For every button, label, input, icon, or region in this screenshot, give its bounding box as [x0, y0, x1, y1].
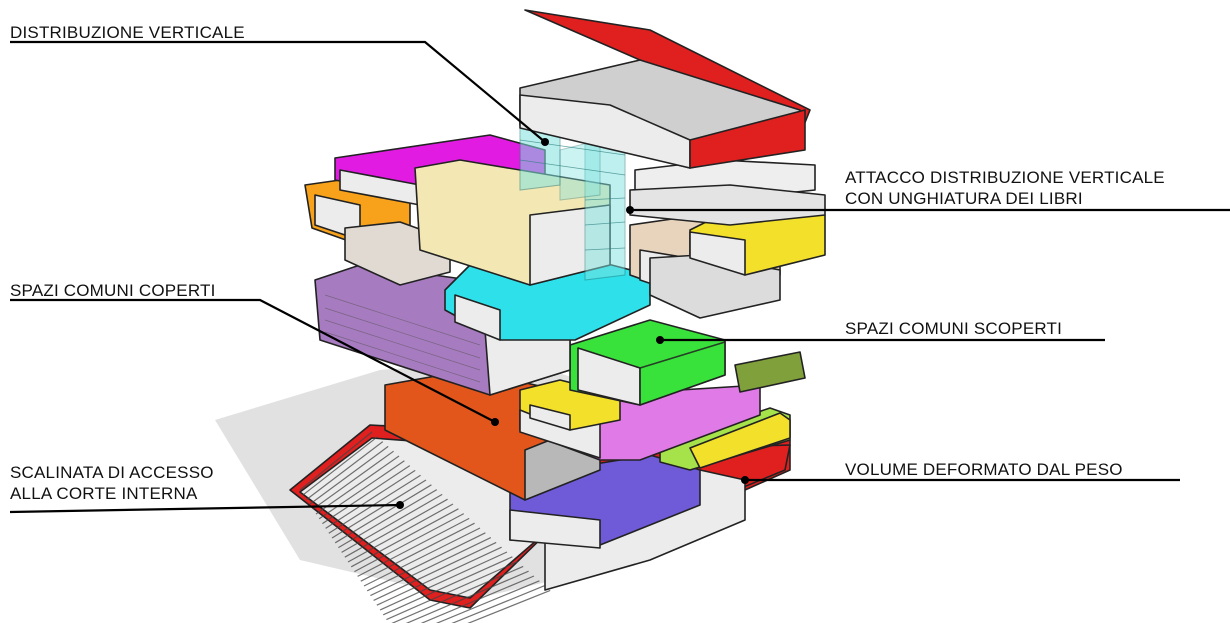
green-book	[569, 319, 726, 406]
yellow-lower-book	[689, 412, 791, 469]
olive-book	[734, 351, 806, 393]
staircase-hatch	[299, 431, 551, 623]
label-distribuzione-text: DISTRIBUZIONE VERTICALE	[10, 23, 245, 42]
red-top-book	[519, 9, 811, 169]
label-attacco-distribuzione: ATTACCO DISTRIBUZIONE VERTICALE CON UNGH…	[845, 167, 1165, 209]
label-spazi-comuni-scoperti: SPAZI COMUNI SCOPERTI	[845, 318, 1062, 339]
label-scalinata-line1: SCALINATA DI ACCESSO	[10, 463, 214, 482]
label-volume-text: VOLUME DEFORMATO DAL PESO	[845, 460, 1123, 479]
leader-distribuzione	[10, 40, 546, 143]
label-scalinata-line2: ALLA CORTE INTERNA	[10, 484, 198, 503]
label-spazi-coperti-text: SPAZI COMUNI COPERTI	[10, 281, 216, 300]
label-volume-deformato: VOLUME DEFORMATO DAL PESO	[845, 459, 1123, 480]
leader-lines	[9, 40, 1230, 514]
leader-scalinata	[9, 503, 401, 514]
label-distribuzione-verticale: DISTRIBUZIONE VERTICALE	[10, 22, 245, 43]
label-scalinata: SCALINATA DI ACCESSO ALLA CORTE INTERNA	[10, 462, 214, 504]
leader-spazi-coperti	[10, 298, 496, 423]
white-right-book	[629, 159, 826, 226]
glass-distribution-shaft	[519, 111, 626, 281]
label-attacco-line2: CON UNGHIATURA DEI LIBRI	[845, 189, 1083, 208]
label-attacco-line1: ATTACCO DISTRIBUZIONE VERTICALE	[845, 168, 1165, 187]
label-spazi-comuni-coperti: SPAZI COMUNI COPERTI	[10, 280, 216, 301]
label-spazi-scoperti-text: SPAZI COMUNI SCOPERTI	[845, 319, 1063, 338]
